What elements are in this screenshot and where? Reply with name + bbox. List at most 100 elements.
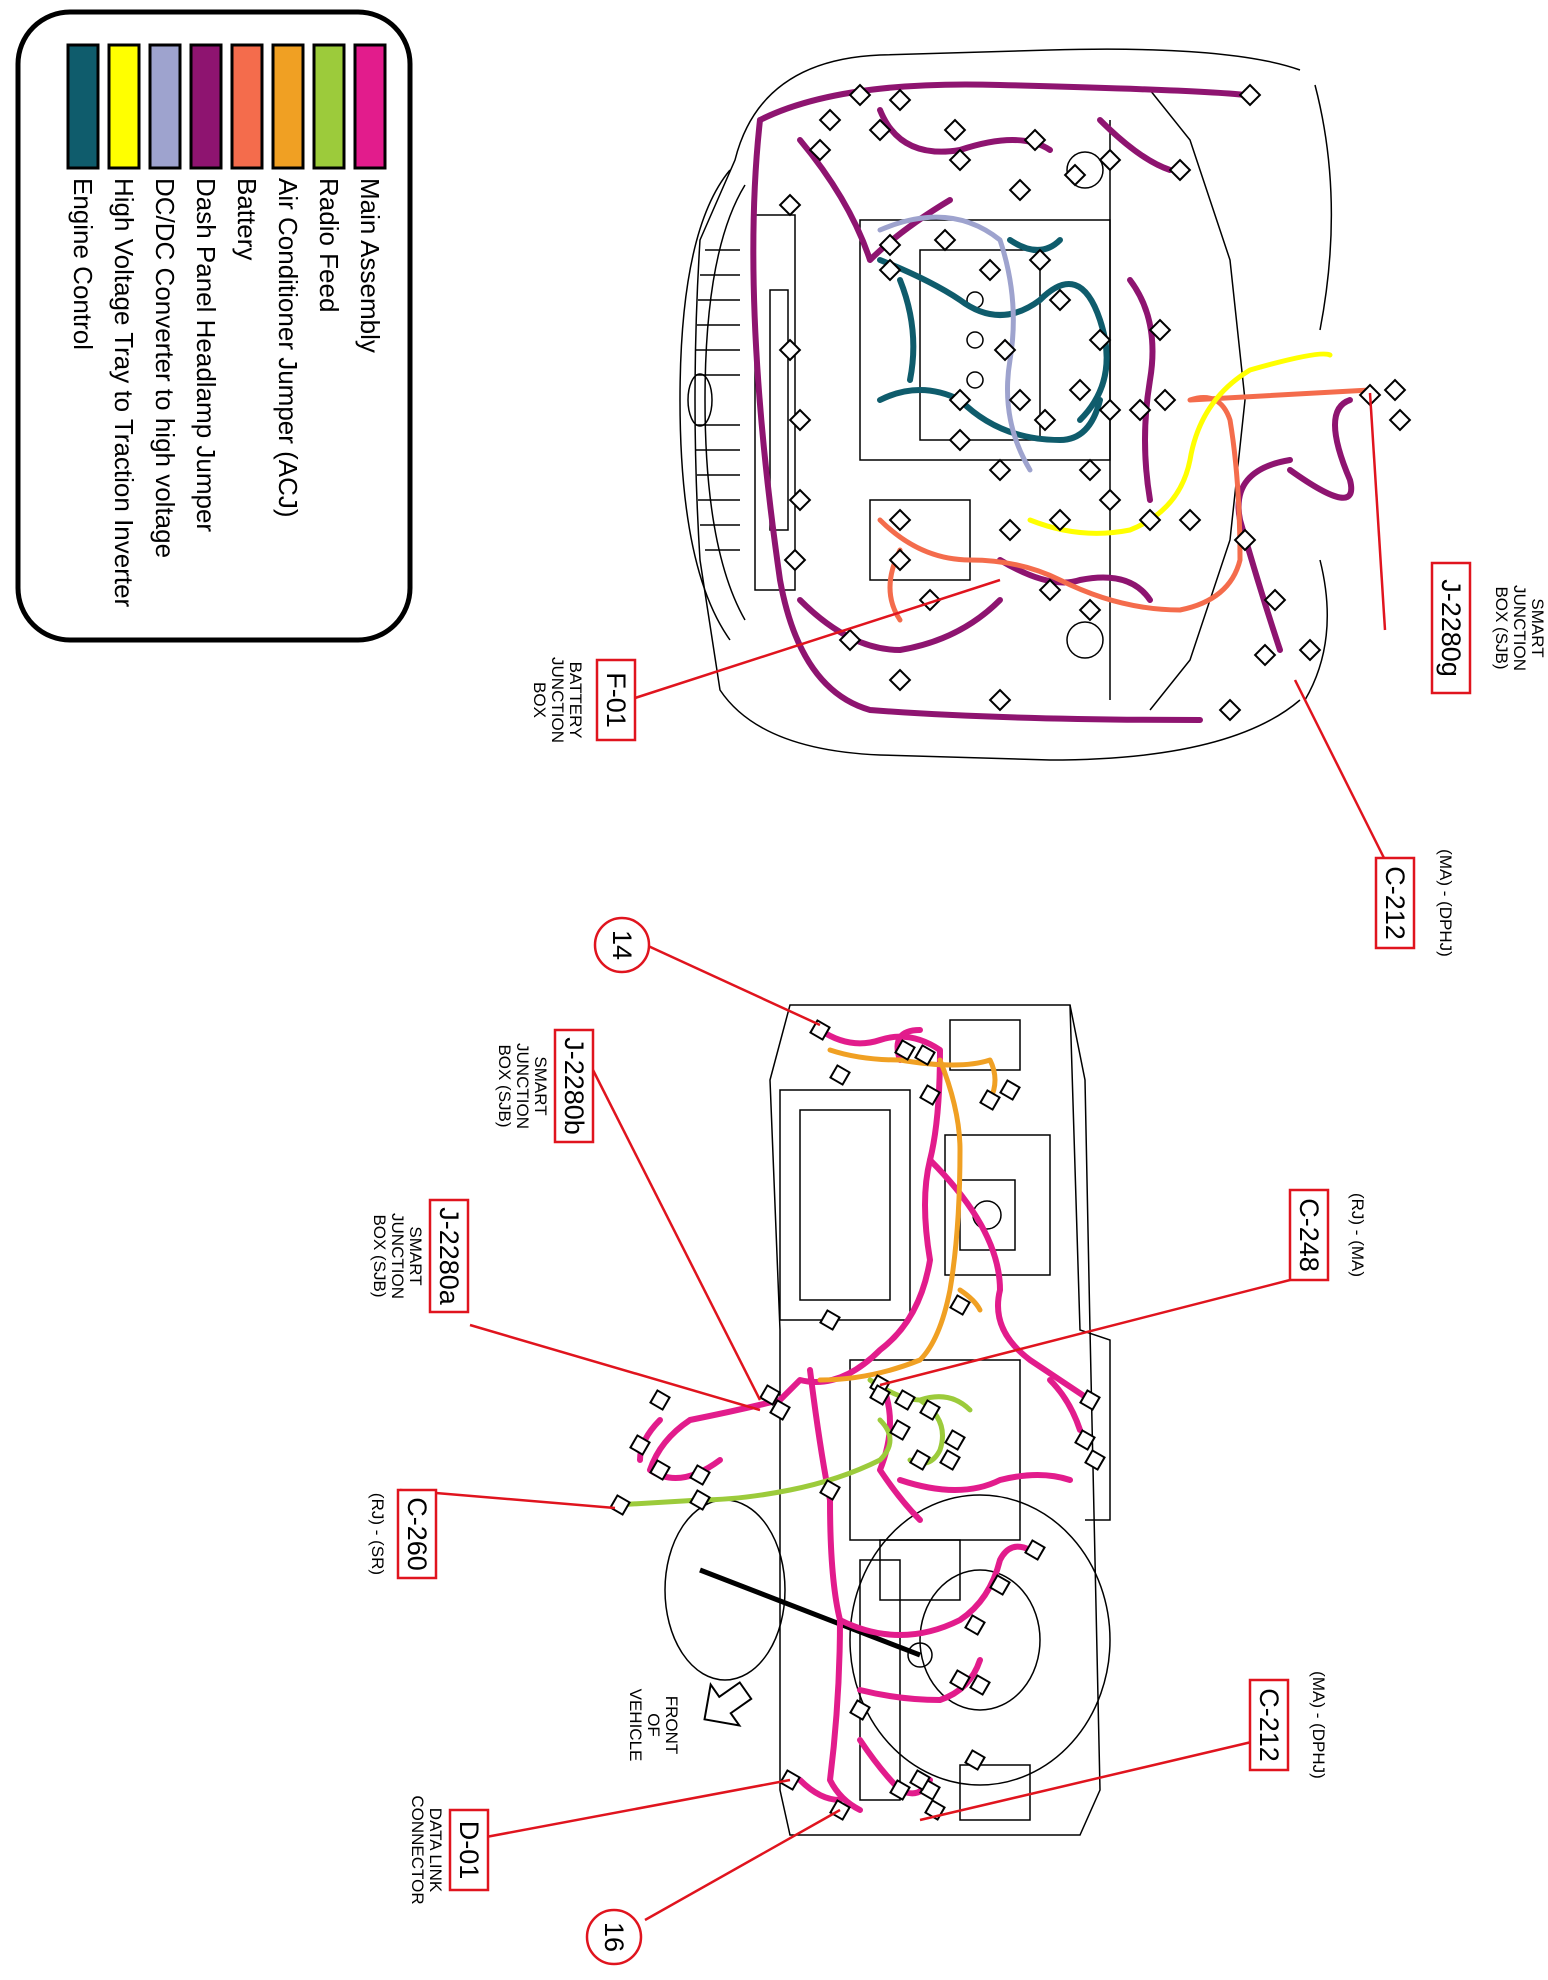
connector-icon xyxy=(919,1399,941,1421)
connector-icon xyxy=(888,88,912,112)
glove-box xyxy=(779,1089,911,1321)
connector-icon xyxy=(1153,388,1177,412)
circle-14: 14 xyxy=(593,916,651,974)
connector-icon xyxy=(933,228,957,252)
ip-right-panel xyxy=(1069,1004,1111,1521)
connector-icon xyxy=(1298,638,1322,662)
legend-label: Radio Feed xyxy=(314,178,344,312)
legend-swatches xyxy=(66,43,387,170)
connector-icon xyxy=(769,1399,791,1421)
body-outline xyxy=(694,48,1301,761)
connector-icon xyxy=(1168,158,1192,182)
connector-icon xyxy=(819,1479,841,1501)
connector-icon xyxy=(939,1449,961,1471)
connector-icon xyxy=(848,83,872,107)
legend-swatch xyxy=(312,43,346,170)
connector-icon xyxy=(988,688,1012,712)
connector-icon xyxy=(689,1464,711,1486)
grille-outline xyxy=(704,184,746,621)
leader-lines xyxy=(399,392,1387,1922)
bumper-outline xyxy=(679,169,731,641)
legend-swatch xyxy=(66,43,100,170)
connector-icon xyxy=(1098,398,1122,422)
callout-c260-id: C-260 xyxy=(402,1497,432,1571)
radiator-support xyxy=(754,214,796,591)
legend-label: Engine Control xyxy=(68,178,98,350)
connector-icon xyxy=(948,428,972,452)
callout-j2280g-desc-3: BOX (SJB) xyxy=(1492,586,1511,669)
connector-icon xyxy=(889,1419,911,1441)
connector-icon xyxy=(1088,328,1112,352)
circle-14-label: 14 xyxy=(607,930,637,960)
engine-cover xyxy=(919,249,1041,441)
connector-icon xyxy=(948,388,972,412)
callout-f01-desc-3: BOX xyxy=(530,682,549,718)
callout-j2280b-id: J-2280b xyxy=(559,1037,589,1135)
fender-left-edge xyxy=(1304,559,1328,701)
gear-lever xyxy=(699,1567,921,1658)
connector-icon xyxy=(1233,528,1257,552)
connector-icon xyxy=(868,118,892,142)
engine-compartment-view xyxy=(679,48,1333,761)
ip-connectors xyxy=(609,1019,1106,1821)
legend-swatch xyxy=(353,43,387,170)
legend-label: DC/DC Converter to high voltage xyxy=(150,178,180,558)
callout-j2280b-desc-2: JUNCTION xyxy=(513,1043,532,1129)
ip-harness-wires xyxy=(612,1027,1093,1813)
connector-icon xyxy=(1008,178,1032,202)
callout-c260: C-260 (RJ) - (SR) xyxy=(368,1488,438,1580)
connector-icon xyxy=(788,488,812,512)
connector-icon xyxy=(943,118,967,142)
connector-icon xyxy=(1383,378,1407,402)
connector-icon xyxy=(838,628,862,652)
connector-icon xyxy=(1098,148,1122,172)
engine-block xyxy=(859,219,1111,461)
legend-label: Dash Panel Headlamp Jumper xyxy=(191,178,221,532)
callout-c260-desc: (RJ) - (SR) xyxy=(368,1493,387,1575)
connector-icon xyxy=(919,1084,941,1106)
connector-icon xyxy=(1263,588,1287,612)
connector-icon xyxy=(1079,1389,1101,1411)
legend-swatch xyxy=(148,43,182,170)
legend-swatch xyxy=(230,43,264,170)
gear-selector xyxy=(664,1499,786,1681)
engine-harness-wires xyxy=(750,81,1373,723)
connector-icon xyxy=(888,668,912,692)
callout-c248-desc: (RJ) - (MA) xyxy=(1348,1193,1367,1277)
connector-icon xyxy=(1078,598,1102,622)
connector-icon xyxy=(809,1019,831,1041)
front-label-2: OF xyxy=(644,1713,663,1737)
connector-icon xyxy=(1033,408,1057,432)
connector-icon xyxy=(829,1064,851,1086)
radiator-core xyxy=(769,289,789,531)
connector-icon xyxy=(988,458,1012,482)
connector-icon xyxy=(1048,288,1072,312)
callout-c212-bottom-id: C-212 xyxy=(1254,1688,1284,1762)
callout-j2280g-id: J-2280g xyxy=(1436,579,1466,677)
callout-d01-id: D-01 xyxy=(454,1821,484,1880)
connector-icon xyxy=(964,1749,986,1771)
connector-icon xyxy=(909,1769,931,1791)
fender-right-edge xyxy=(1314,84,1333,331)
connector-icon xyxy=(964,1614,986,1636)
callout-j2280a-desc-3: BOX (SJB) xyxy=(370,1214,389,1297)
callout-j2280a-desc-1: SMART xyxy=(406,1226,425,1285)
vent-left xyxy=(959,1764,1031,1821)
callout-j2280a-id: J-2280a xyxy=(434,1207,464,1306)
connector-icon xyxy=(944,1429,966,1451)
grille-slats xyxy=(696,249,740,551)
callout-d01: D-01 DATA LINK CONNECTOR xyxy=(408,1795,490,1905)
battery-box xyxy=(869,499,971,581)
callout-j2280a-desc-2: JUNCTION xyxy=(388,1213,407,1299)
callout-j2280g-desc-1: SMART xyxy=(1528,598,1547,657)
emblem xyxy=(687,373,713,427)
connector-icon xyxy=(1038,578,1062,602)
connector-icon xyxy=(949,1294,971,1316)
connector-icon xyxy=(979,1089,1001,1111)
connector-icon xyxy=(1098,488,1122,512)
connector-icon xyxy=(689,1489,711,1511)
connector-icon xyxy=(1023,128,1047,152)
